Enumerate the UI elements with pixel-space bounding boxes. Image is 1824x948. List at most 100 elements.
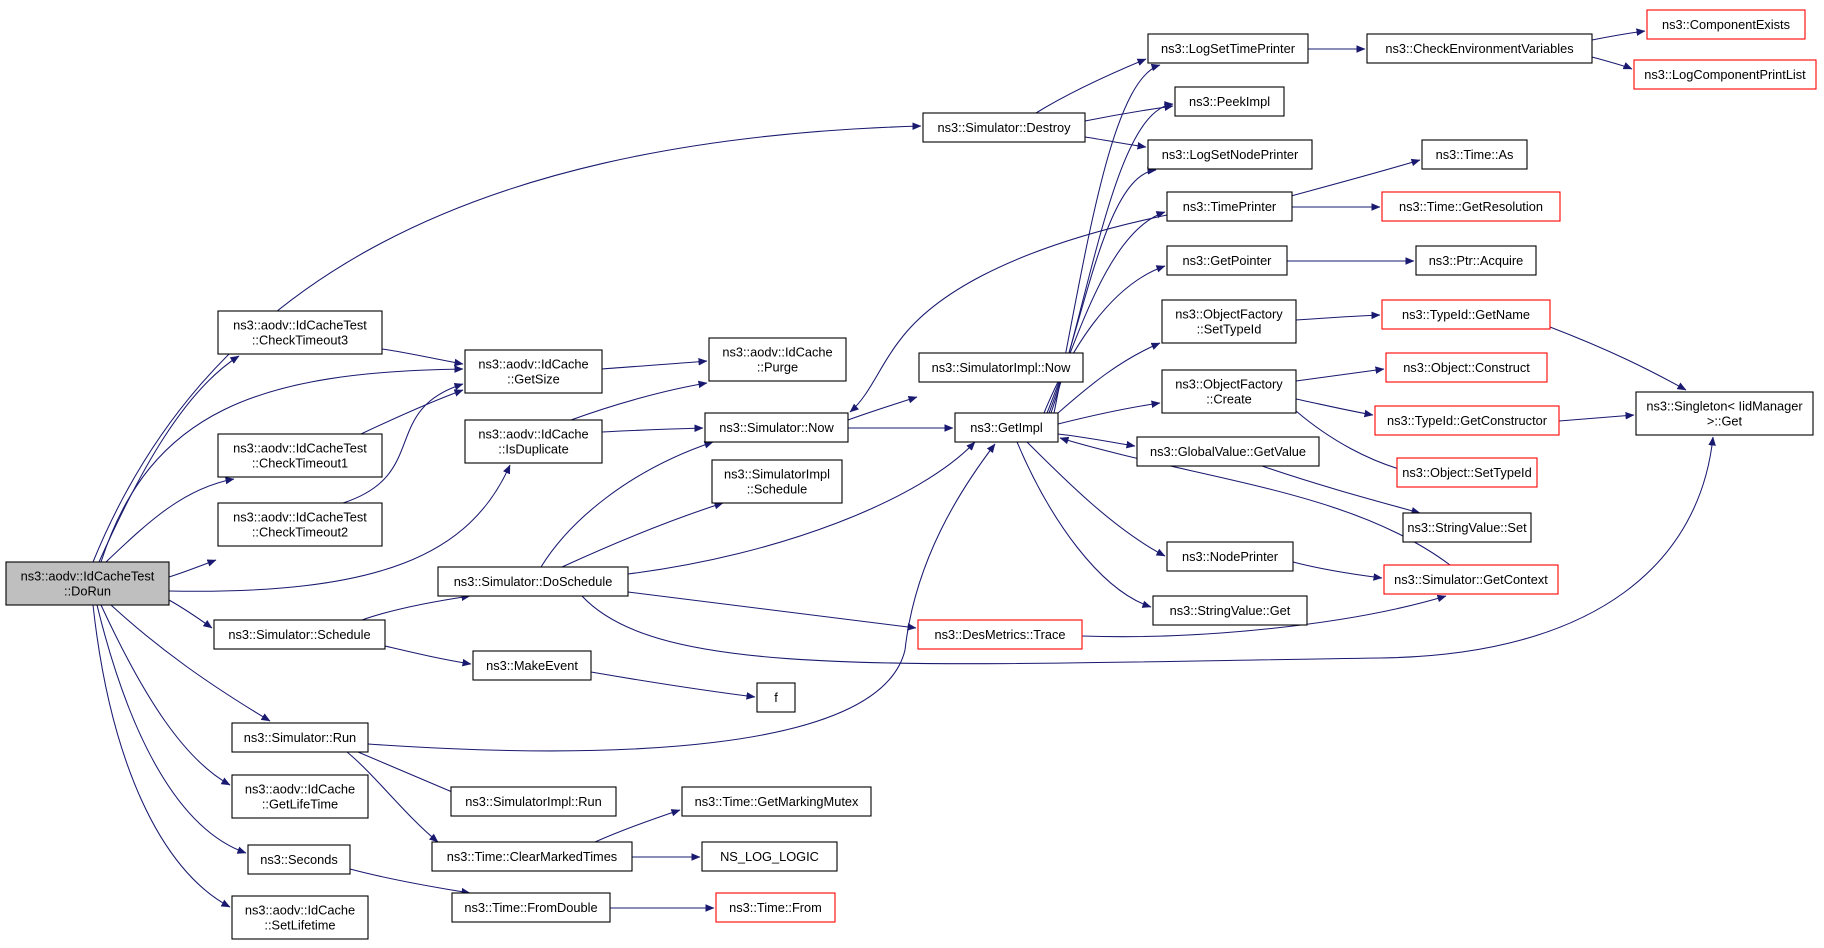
edge-schedule-to-doschedule <box>361 593 471 621</box>
node-destroy[interactable]: ns3::Simulator::Destroy <box>922 112 1086 143</box>
node-seconds[interactable]: ns3::Seconds <box>247 844 351 875</box>
node-makeevent[interactable]: ns3::MakeEvent <box>472 650 592 681</box>
node-desmetrics[interactable]: ns3::DesMetrics::Trace <box>917 619 1083 650</box>
node-label: ns3::Ptr::Acquire <box>1429 253 1524 268</box>
node-singleton[interactable]: ns3::Singleton< IidManager>::Get <box>1635 391 1814 436</box>
node-implsched[interactable]: ns3::SimulatorImpl::Schedule <box>711 459 843 504</box>
edge-schedule-to-makeevent <box>384 645 472 667</box>
node-label: ::SetLifetime <box>264 918 335 933</box>
node-implnow[interactable]: ns3::SimulatorImpl::Now <box>918 352 1084 383</box>
edge-isdup-to-simnow <box>601 424 704 433</box>
node-label: ns3::GetPointer <box>1183 253 1273 268</box>
node-box <box>1635 391 1814 436</box>
edge-dorun-to-getsize <box>100 365 464 563</box>
node-label: ::CheckTimeout3 <box>252 333 348 348</box>
edge-getimpl-to-nodeprinter <box>1026 441 1166 557</box>
edge-destroy-to-peekimpl <box>1084 103 1174 122</box>
node-getlifetime[interactable]: ns3::aodv::IdCache::GetLifeTime <box>231 774 369 819</box>
edge-destroy-to-logsetnode <box>1084 136 1147 150</box>
node-markingmutex[interactable]: ns3::Time::GetMarkingMutex <box>681 786 872 817</box>
edge-dorun-to-seconds <box>96 604 247 854</box>
node-clearmarked[interactable]: ns3::Time::ClearMarkedTimes <box>431 841 633 872</box>
node-getpointer[interactable]: ns3::GetPointer <box>1166 245 1288 276</box>
edge-simrun-to-clearmarked <box>346 751 439 843</box>
node-logsetnode[interactable]: ns3::LogSetNodePrinter <box>1147 139 1313 170</box>
node-compexists[interactable]: ns3::ComponentExists <box>1646 9 1806 40</box>
edge-isdup-to-purge <box>570 380 708 421</box>
edge-dorun-to-ct2 <box>168 559 217 578</box>
node-logcomplist[interactable]: ns3::LogComponentPrintList <box>1633 59 1817 90</box>
node-objsettypeid[interactable]: ns3::Object::SetTypeId <box>1396 457 1538 488</box>
node-tidgetname[interactable]: ns3::TypeId::GetName <box>1381 299 1551 330</box>
node-setlifetime[interactable]: ns3::aodv::IdCache::SetLifetime <box>231 895 369 940</box>
node-box <box>1415 245 1537 276</box>
node-checkenv[interactable]: ns3::CheckEnvironmentVariables <box>1366 33 1593 64</box>
node-schedule[interactable]: ns3::Simulator::Schedule <box>213 619 386 650</box>
node-simnow[interactable]: ns3::Simulator::Now <box>704 412 849 443</box>
node-doschedule[interactable]: ns3::Simulator::DoSchedule <box>437 566 629 597</box>
node-getsize[interactable]: ns3::aodv::IdCache::GetSize <box>464 349 603 394</box>
node-nodeprinter[interactable]: ns3::NodePrinter <box>1166 541 1294 572</box>
node-implrun[interactable]: ns3::SimulatorImpl::Run <box>450 786 617 817</box>
node-ct1[interactable]: ns3::aodv::IdCacheTest::CheckTimeout1 <box>217 433 383 478</box>
node-nslog[interactable]: NS_LOG_LOGIC <box>701 841 838 872</box>
node-dorun[interactable]: ns3::aodv::IdCacheTest::DoRun <box>5 561 170 606</box>
node-objconstruct[interactable]: ns3::Object::Construct <box>1385 352 1548 383</box>
node-box <box>437 566 629 597</box>
edge-getimpl-to-ofcreate <box>1057 400 1161 425</box>
node-ofsettypeid[interactable]: ns3::ObjectFactory::SetTypeId <box>1161 299 1297 344</box>
node-label: ns3::LogSetTimePrinter <box>1161 41 1296 56</box>
node-label: ::SetTypeId <box>1197 322 1262 337</box>
edge-ofcreate-to-objconstruct <box>1295 366 1385 382</box>
node-label: ns3::aodv::IdCache <box>478 357 588 372</box>
edge-seconds-to-fromdouble <box>349 868 471 896</box>
node-box <box>1381 191 1561 222</box>
node-ptracquire[interactable]: ns3::Ptr::Acquire <box>1415 245 1537 276</box>
node-box <box>213 619 386 650</box>
node-getcontext[interactable]: ns3::Simulator::GetContext <box>1383 564 1559 595</box>
node-peekimpl[interactable]: ns3::PeekImpl <box>1174 86 1285 117</box>
edge-timeprinter-to-simnow <box>849 214 1168 413</box>
node-box <box>1383 564 1559 595</box>
node-ofcreate[interactable]: ns3::ObjectFactory::Create <box>1161 369 1297 414</box>
node-box <box>1421 139 1528 170</box>
node-label: ::GetSize <box>507 372 560 387</box>
node-box <box>217 310 383 355</box>
node-box <box>1381 299 1551 330</box>
node-fromdouble[interactable]: ns3::Time::FromDouble <box>451 892 611 923</box>
node-f[interactable]: f <box>756 682 796 713</box>
node-box <box>450 786 617 817</box>
node-tidgetctor[interactable]: ns3::TypeId::GetConstructor <box>1374 405 1560 436</box>
node-svget[interactable]: ns3::StringValue::Get <box>1152 595 1308 626</box>
node-simrun[interactable]: ns3::Simulator::Run <box>231 722 369 753</box>
node-logsettime[interactable]: ns3::LogSetTimePrinter <box>1147 33 1309 64</box>
node-box <box>1152 595 1308 626</box>
node-timefrom[interactable]: ns3::Time::From <box>715 892 836 923</box>
node-box <box>231 774 369 819</box>
node-gvgetvalue[interactable]: ns3::GlobalValue::GetValue <box>1136 436 1320 467</box>
node-box <box>231 722 369 753</box>
edge-dorun-to-ct3 <box>98 355 240 563</box>
node-getimpl[interactable]: ns3::GetImpl <box>954 412 1059 443</box>
node-label: ns3::Object::SetTypeId <box>1402 465 1531 480</box>
node-label: ns3::aodv::IdCacheTest <box>233 510 367 525</box>
node-timeas[interactable]: ns3::Time::As <box>1421 139 1528 170</box>
node-getres[interactable]: ns3::Time::GetResolution <box>1381 191 1561 222</box>
node-box <box>1174 86 1285 117</box>
node-label: ns3::TypeId::GetConstructor <box>1387 413 1548 428</box>
node-label: ::Schedule <box>747 482 807 497</box>
node-label: ns3::StringValue::Set <box>1407 520 1527 535</box>
node-label: ns3::aodv::IdCache <box>478 427 588 442</box>
node-label: ns3::Time::From <box>729 900 822 915</box>
node-label: ns3::Simulator::GetContext <box>1394 572 1548 587</box>
node-box <box>464 419 603 464</box>
node-box <box>711 459 843 504</box>
edge-dorun-to-schedule <box>168 599 213 629</box>
node-ct2[interactable]: ns3::aodv::IdCacheTest::CheckTimeout2 <box>217 502 383 547</box>
node-label: ns3::PeekImpl <box>1189 94 1270 109</box>
node-purge[interactable]: ns3::aodv::IdCache::Purge <box>708 337 847 382</box>
node-isdup[interactable]: ns3::aodv::IdCache::IsDuplicate <box>464 419 603 464</box>
node-ct3[interactable]: ns3::aodv::IdCacheTest::CheckTimeout3 <box>217 310 383 355</box>
node-svset[interactable]: ns3::StringValue::Set <box>1402 512 1532 543</box>
node-timeprinter[interactable]: ns3::TimePrinter <box>1166 191 1293 222</box>
